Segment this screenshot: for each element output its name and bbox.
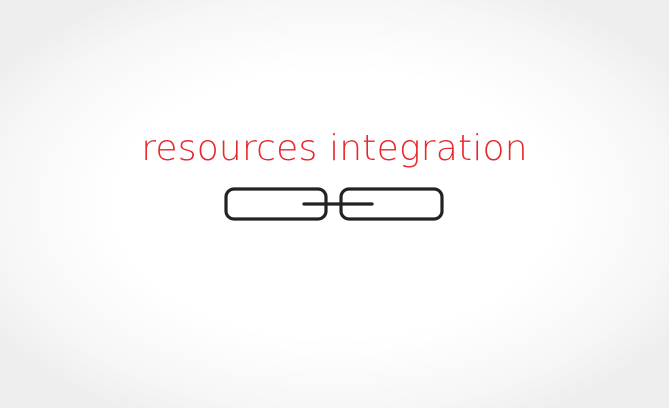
chain-link-icon [224, 187, 444, 221]
headline-title: resources integration [141, 128, 528, 169]
